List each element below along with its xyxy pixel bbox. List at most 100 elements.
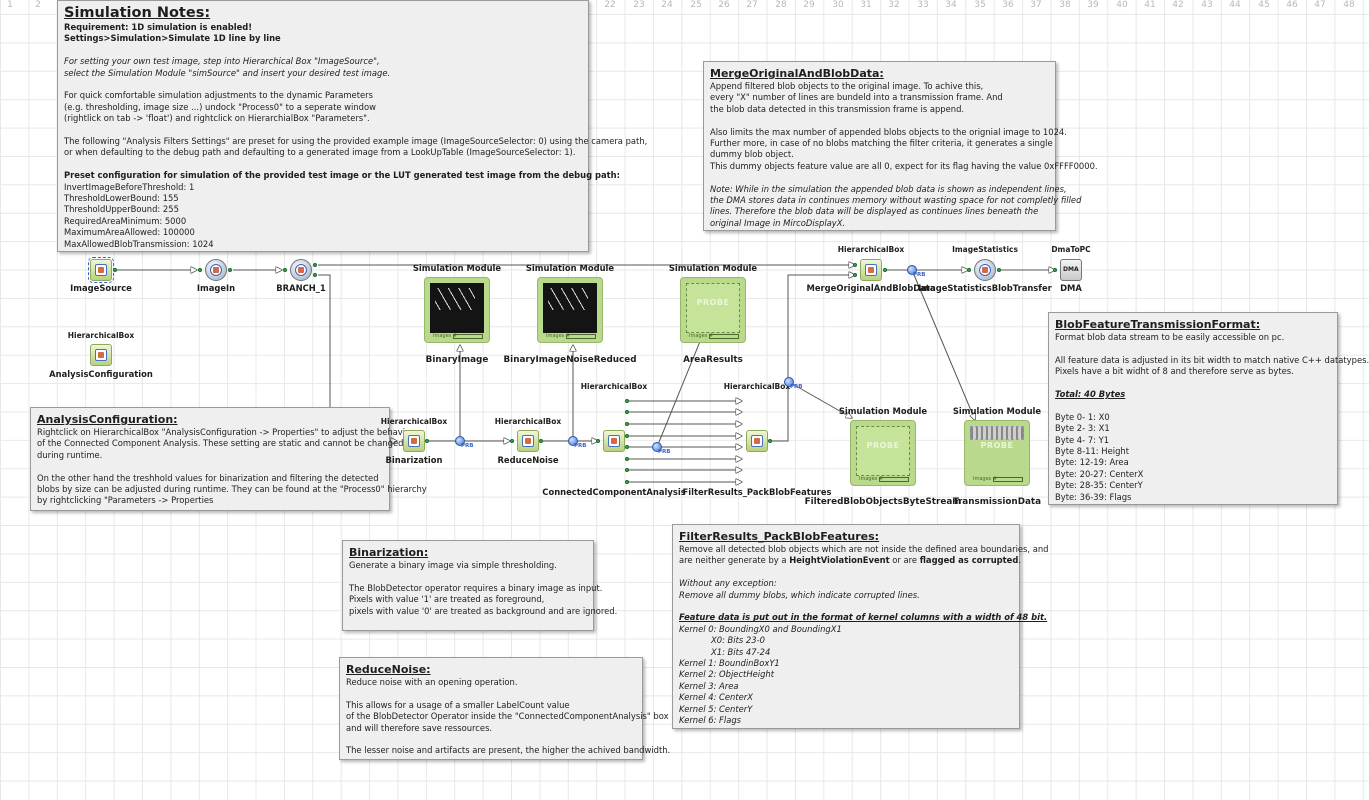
analysis-config-header: HierarchicalBox	[67, 331, 135, 340]
note-body: Without any exception:Remove all dummy b…	[679, 567, 1047, 727]
note-line: The BlobDetector operator requires a bin…	[349, 582, 603, 593]
note-title: ReduceNoise:	[346, 663, 431, 676]
ruler-tick: 43	[1201, 0, 1213, 10]
sim-noise-reduced[interactable]: Images #	[537, 277, 603, 343]
output-port[interactable]	[625, 468, 629, 472]
image-in-node[interactable]	[205, 259, 227, 281]
note-line: Pixels have a bit widht of 8 and therefo…	[1055, 366, 1294, 377]
note-line: Further more, in case of no blobs matchi…	[710, 138, 1053, 149]
note-line	[346, 734, 636, 745]
sim-footer: Images #	[859, 476, 884, 482]
probe-filter[interactable]	[784, 377, 794, 387]
branch-node[interactable]	[290, 259, 312, 281]
sim-transmission-data[interactable]: PROBE Images #	[964, 420, 1030, 486]
output-port[interactable]	[625, 480, 629, 484]
sim-footer: Images #	[546, 333, 571, 339]
stats-node[interactable]	[974, 259, 996, 281]
image-source-node[interactable]	[88, 257, 114, 283]
note-line: pixels with value '0' are treated as bac…	[349, 605, 618, 616]
output-port[interactable]	[313, 263, 317, 267]
note-line: and will therefore save ressources.	[346, 722, 493, 733]
reduce-noise-node[interactable]	[517, 430, 539, 452]
probe-binarization[interactable]	[455, 436, 465, 446]
image-in-label: ImageIn	[196, 283, 236, 293]
cca-node[interactable]	[603, 430, 625, 452]
sim-binary-image[interactable]: Images #	[424, 277, 490, 343]
probe-merge[interactable]	[907, 265, 917, 275]
note-line	[64, 79, 582, 90]
output-port[interactable]	[768, 439, 772, 443]
output-port[interactable]	[539, 439, 543, 443]
note-body: Append filtered blob objects to the orig…	[710, 81, 1098, 229]
merge-node[interactable]	[860, 259, 882, 281]
note-line: are neither generate by a HeightViolatio…	[679, 555, 1021, 566]
note-line: Byte: 36-39: Flags	[1055, 491, 1132, 502]
ruler-tick: 42	[1172, 0, 1184, 10]
input-port[interactable]	[1053, 268, 1057, 272]
note-line: Kernel 5: CenterY	[679, 703, 753, 714]
note-line: MaximumAreaAllowed: 100000	[64, 227, 195, 238]
ruler-tick: 2	[35, 0, 41, 10]
note-line: X0: Bits 23-0	[711, 635, 765, 646]
note-line: InvertImageBeforeThreshold: 1	[64, 181, 195, 192]
note-line: Kernel 2: ObjectHeight	[679, 669, 775, 680]
dma-node[interactable]: DMA	[1060, 259, 1082, 281]
probe-watermark: PROBE	[696, 298, 730, 307]
probe-cca[interactable]	[652, 442, 662, 452]
output-port[interactable]	[228, 268, 232, 272]
note-line: Kernel 3: Area	[679, 680, 739, 691]
note-line	[346, 688, 636, 699]
output-port[interactable]	[113, 268, 117, 272]
note-line: X1: Bits 47-24	[711, 646, 771, 657]
note-line: MaxAllowedBlobTransmission: 1024	[64, 238, 214, 249]
note-line	[64, 159, 582, 170]
note-binarization: Binarization: Generate a binary image vi…	[342, 540, 618, 631]
output-port[interactable]	[625, 410, 629, 414]
ruler-tick: 24	[661, 0, 673, 10]
output-port[interactable]	[313, 273, 317, 277]
note-line: Settings>Simulation>Simulate 1D line by …	[64, 33, 281, 44]
sim-footer: Images #	[973, 476, 998, 482]
filter-node[interactable]	[746, 430, 768, 452]
wire-filter-merge	[770, 275, 855, 442]
note-text: flagged as corrupted	[919, 555, 1019, 566]
input-port[interactable]	[967, 268, 971, 272]
input-port[interactable]	[283, 268, 287, 272]
note-line: Requirement: 1D simulation is enabled!	[64, 22, 253, 32]
sim-screen	[430, 283, 484, 333]
note-body: Rightclick on HierarchicalBox "AnalysisC…	[37, 427, 427, 507]
reduce-noise-header: HierarchicalBox	[494, 417, 562, 426]
note-line: Byte: 12-19: Area	[1055, 457, 1129, 468]
note-line: RequiredAreaMinimum: 5000	[64, 215, 187, 226]
output-port[interactable]	[625, 434, 629, 438]
output-port[interactable]	[625, 457, 629, 461]
note-body: Reduce noise with an opening operation.T…	[346, 677, 671, 757]
ruler-tick: 26	[718, 0, 730, 10]
output-port[interactable]	[425, 439, 429, 443]
output-port[interactable]	[883, 268, 887, 272]
input-port[interactable]	[198, 268, 202, 272]
output-port[interactable]	[625, 445, 629, 449]
input-port[interactable]	[853, 273, 857, 277]
sim-area-results[interactable]: PROBE Images #	[680, 277, 746, 343]
note-line: Byte: 20-27: CenterX	[1055, 468, 1144, 479]
note-line: The lesser noise and artifacts are prese…	[346, 745, 671, 756]
note-line: This allows for a usage of a smaller Lab…	[346, 699, 570, 710]
input-port[interactable]	[596, 439, 600, 443]
sim-filtered-stream[interactable]: PROBE Images #	[850, 420, 916, 486]
input-port[interactable]	[853, 263, 857, 267]
analysis-config-node[interactable]	[90, 344, 112, 366]
input-port[interactable]	[510, 439, 514, 443]
note-title: Binarization:	[349, 546, 429, 559]
output-port[interactable]	[625, 399, 629, 403]
binarization-header: HierarchicalBox	[380, 417, 448, 426]
output-port[interactable]	[997, 268, 1001, 272]
note-line: Total: 40 Bytes	[1055, 389, 1126, 399]
note-line: original Image in MircoDisplayX.	[710, 217, 846, 228]
note-title: BlobFeatureTransmissionFormat:	[1055, 318, 1261, 331]
probe-reduce-noise[interactable]	[568, 436, 578, 446]
stats-label: ImageStatisticsBlobTransfer	[918, 283, 1052, 293]
binarization-node[interactable]	[403, 430, 425, 452]
merge-header: HierarchicalBox	[837, 245, 905, 254]
output-port[interactable]	[625, 422, 629, 426]
